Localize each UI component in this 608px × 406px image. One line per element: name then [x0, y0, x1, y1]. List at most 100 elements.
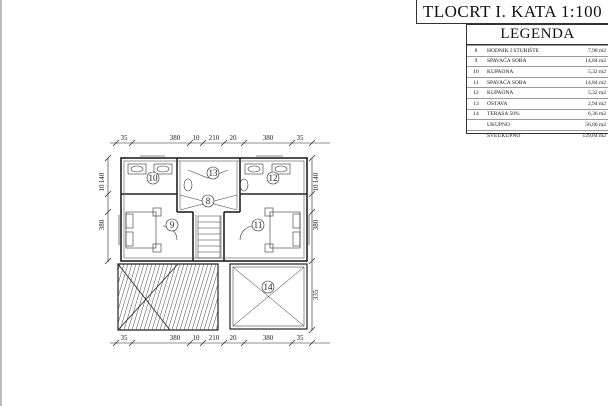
room-number-circle [206, 166, 220, 180]
legend-row-area: 7,98 m2 [568, 45, 608, 57]
room-number: 10 [149, 173, 159, 183]
room-number: 13 [209, 168, 219, 178]
dimension-tick [220, 339, 228, 347]
dimension-label-top: 20 [230, 134, 238, 142]
legend-row-number: 8 [467, 45, 485, 57]
dimension-tick [104, 154, 112, 162]
dimension-label-left: 10 [98, 184, 106, 192]
legend-row-area: 2,94 m2 [568, 97, 608, 110]
dimension-tick [308, 190, 316, 198]
dimension-label-bottom: 380 [263, 334, 274, 342]
dimension-tick [308, 139, 316, 147]
legend-row-number: 9 [467, 55, 485, 67]
terrace-left [117, 263, 219, 331]
dimension-tick [186, 339, 194, 347]
dimension-label-bottom: 20 [230, 334, 238, 342]
legend-row-number: 11 [467, 76, 485, 88]
dimension-tick [288, 339, 296, 347]
dimension-label-bottom: 210 [209, 334, 220, 342]
dimension-label-top: 35 [121, 134, 129, 142]
dimension-tick [112, 139, 120, 147]
dimension-tick [128, 139, 136, 147]
dimension-tick [240, 339, 248, 347]
room-number-circle [146, 171, 160, 185]
room-number: 11 [254, 220, 263, 230]
legend-row-area: 14,84 m2 [568, 76, 608, 88]
dimension-tick [308, 326, 316, 334]
drawing-title-text: TLOCRT I. KATA 1:100 [422, 1, 603, 21]
dimension-tick [128, 339, 136, 347]
dimension-label-top: 380 [170, 134, 181, 142]
legend-row-number: 12 [467, 87, 485, 99]
legend-row-name: UKUPNO [485, 119, 568, 131]
dimension-label-top: 35 [297, 134, 305, 142]
drawing-title: TLOCRT I. KATA 1:100 [416, 0, 608, 24]
dimension-tick [199, 139, 207, 147]
legend-row-area: 56,80 m2 [568, 119, 608, 131]
room-number-circle [251, 218, 265, 232]
dimension-tick [308, 208, 316, 216]
dimension-tick [104, 257, 112, 265]
dimension-tick [199, 339, 207, 347]
bedroom-furniture [125, 207, 301, 253]
dimension-tick [288, 139, 296, 147]
windows [118, 155, 310, 245]
room-number-circle [261, 280, 275, 294]
legend-row-name: KUPAONA [485, 66, 568, 78]
legend-row-name: SVEUKUPNO [485, 129, 568, 141]
legend-row-number: 10 [467, 66, 485, 78]
room-number: 14 [264, 282, 274, 292]
dimension-tick [104, 208, 112, 216]
dimension-label-right: 335 [312, 289, 320, 300]
dimension-tick [112, 339, 120, 347]
dimension-tick [308, 257, 316, 265]
legend-row-area: 5,32 m2 [568, 87, 608, 99]
dimension-label-bottom: 10 [193, 334, 201, 342]
dimension-label-left: 140 [98, 172, 106, 183]
dimension-label-bottom: 35 [297, 334, 305, 342]
room-number: 8 [206, 196, 211, 206]
room-number-circle [165, 218, 179, 232]
bathroom-fixtures [127, 163, 291, 192]
legend-row-name: TERASA 50% [485, 108, 568, 120]
room-number: 12 [269, 173, 278, 183]
dimension-label-top: 380 [263, 134, 274, 142]
dimension-lines [107, 142, 330, 344]
legend-row-number [467, 129, 485, 141]
legend-row-name: KUPAONA [485, 87, 568, 99]
dimension-label-right: 140 [312, 172, 320, 183]
dimension-tick [308, 339, 316, 347]
legend-row-number: 13 [467, 97, 485, 110]
legend-row-area: 6,36 m2 [568, 108, 608, 120]
dimension-tick [308, 154, 316, 162]
staircase [197, 215, 221, 259]
dimension-tick [220, 139, 228, 147]
dimension-tick [104, 190, 112, 198]
dimension-label-top: 210 [209, 134, 220, 142]
room-number-circle [201, 194, 215, 208]
legend-row-area: 5,32 m2 [568, 66, 608, 78]
legend-row-name: HODNIK I STUBIŠTE [485, 45, 568, 57]
legend-row-name: SPAVAĆA SOBA [485, 76, 568, 88]
room-number: 9 [170, 220, 175, 230]
legend-row-area: 14,84 m2 [568, 55, 608, 67]
legend-row-name: OSTAVA [485, 97, 568, 110]
dimension-label-right: 380 [312, 219, 320, 230]
dimension-label-bottom: 380 [170, 334, 181, 342]
building-walls [120, 157, 308, 262]
dimension-ticks [104, 139, 316, 347]
dimension-label-top: 10 [193, 134, 201, 142]
legend-row-area: 129,84 m2 [568, 129, 608, 141]
